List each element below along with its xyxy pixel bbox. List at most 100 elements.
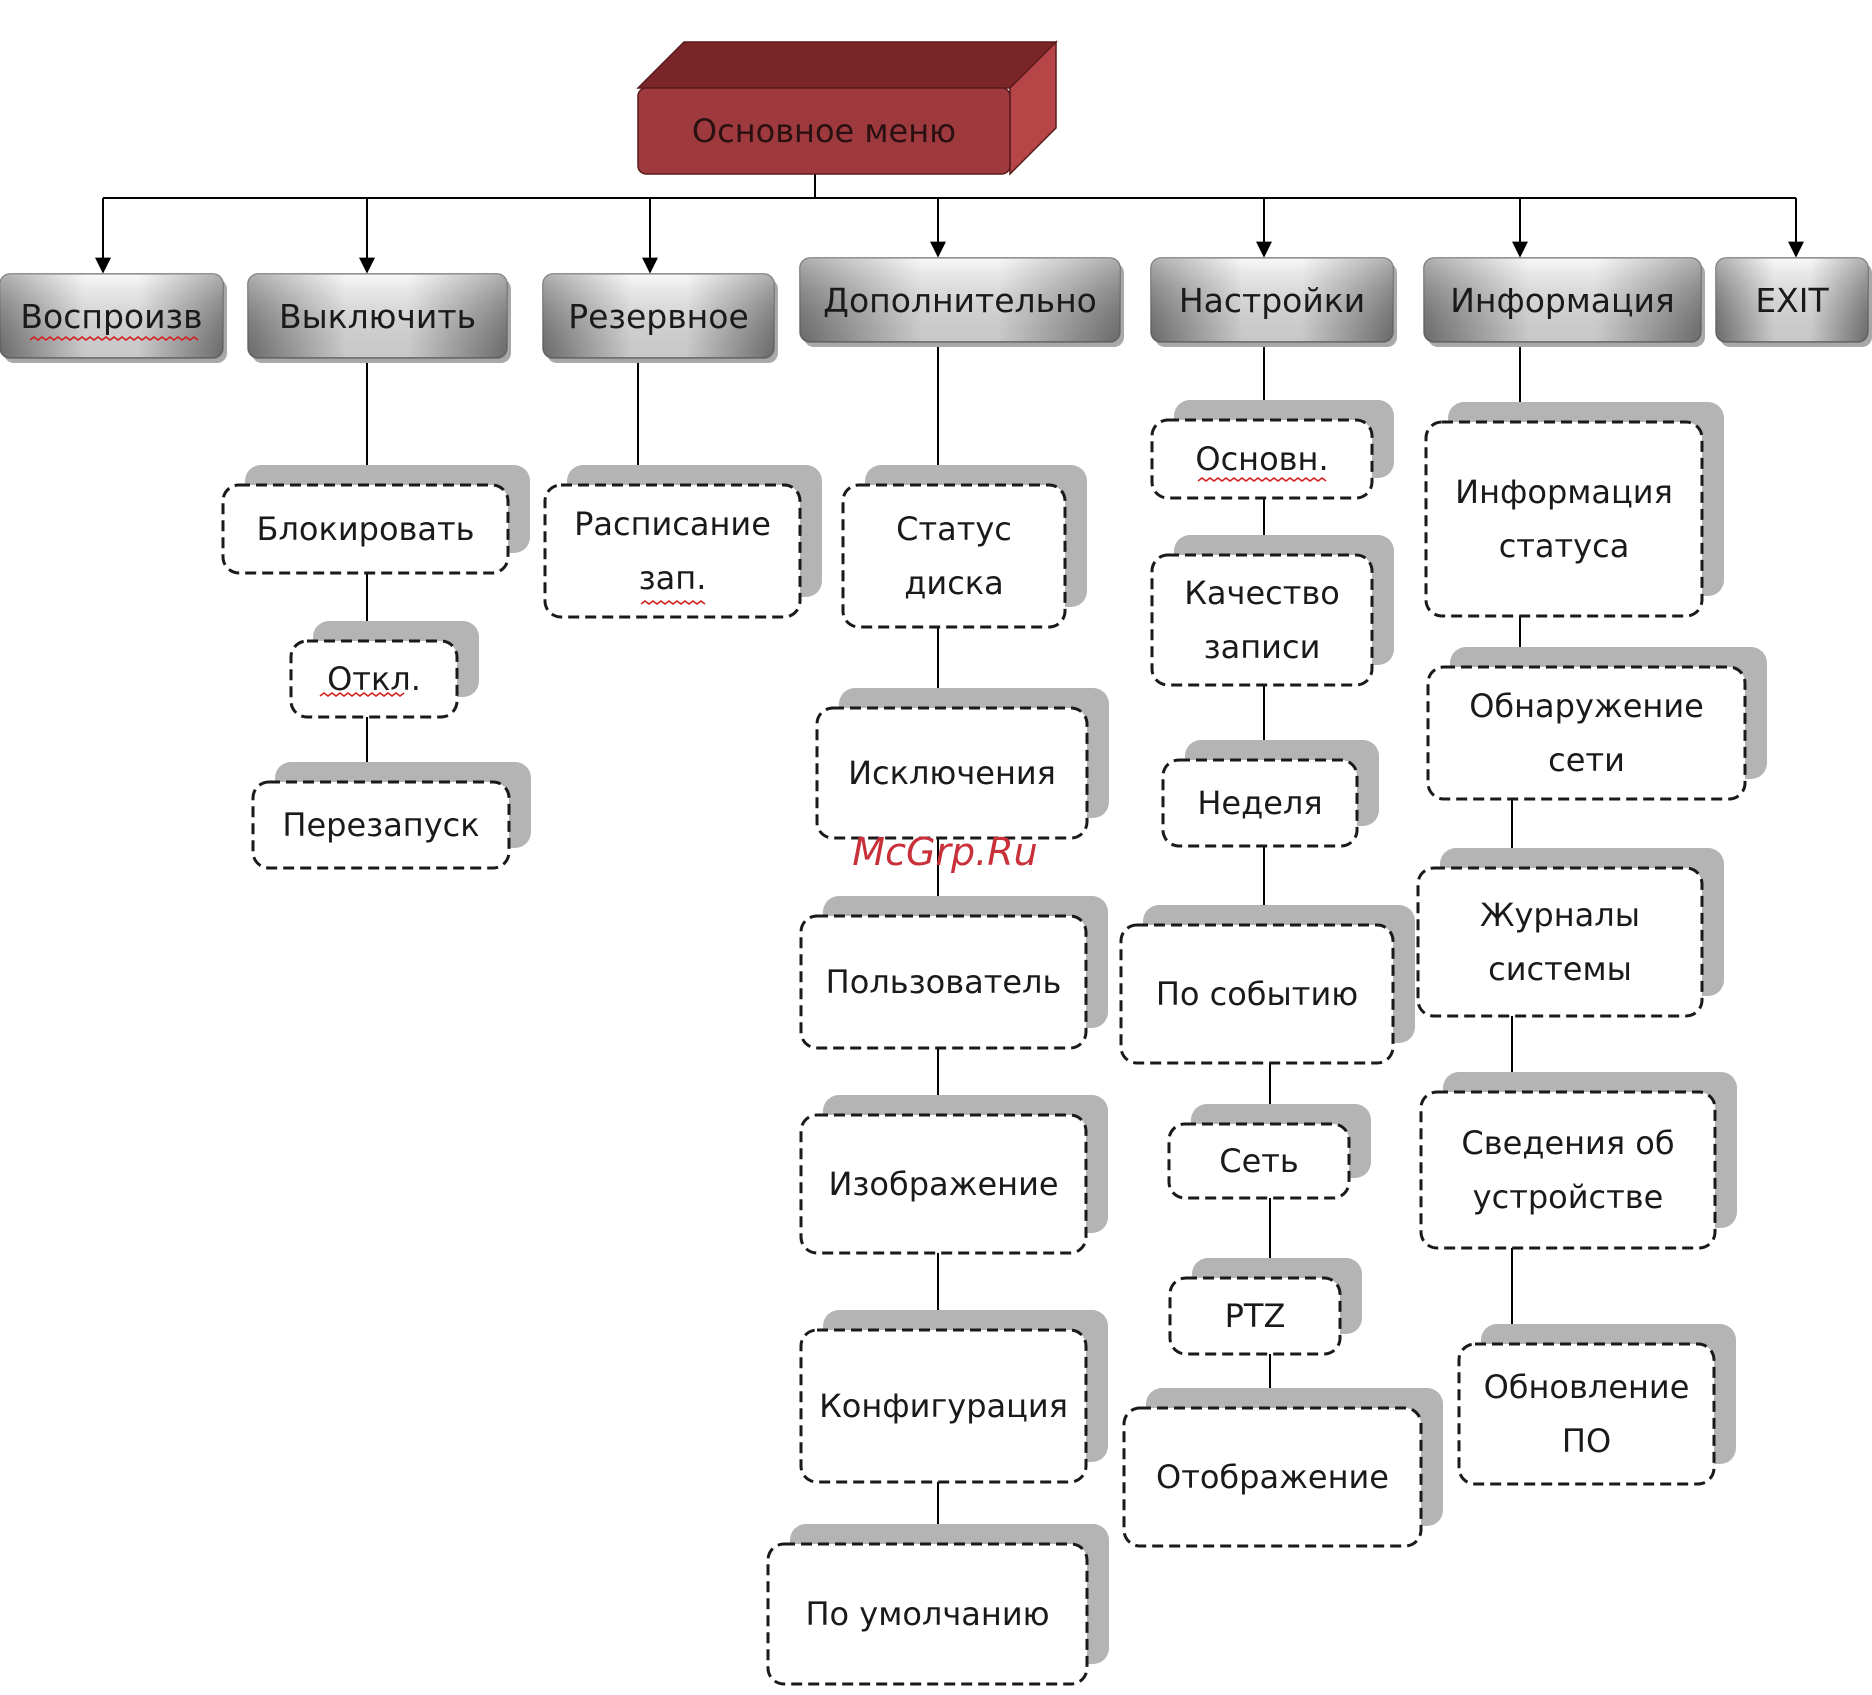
sub-node-nastroyki-3: По событию (1119, 905, 1415, 1065)
sub-node-box (1122, 1406, 1423, 1548)
sub-node-box (1416, 866, 1704, 1018)
sub-node-dopolnitelno-5: По умолчанию (766, 1524, 1109, 1686)
sub-node-informatsiya-0: Информация статуса (1424, 402, 1724, 618)
root-node: Основное меню (636, 40, 1058, 176)
sub-node-label: Блокировать (257, 510, 475, 548)
sub-node-label: Обнаружение (1469, 687, 1704, 725)
top-node-gloss (0, 274, 223, 358)
sub-node-label: Сеть (1219, 1142, 1299, 1180)
sub-node-box (1150, 418, 1374, 500)
sub-node-dopolnitelno-1: Исключения (815, 688, 1109, 840)
sub-node-box (1426, 665, 1747, 801)
sub-node-label: По событию (1156, 975, 1358, 1013)
top-node-label: Настройки (1179, 281, 1365, 320)
sub-node-label: Изображение (828, 1165, 1058, 1203)
sub-node-box (766, 1542, 1089, 1686)
sub-node-nastroyki-1: Качество записи (1150, 535, 1394, 687)
top-node-gloss (800, 258, 1120, 342)
sub-node-label: статуса (1499, 527, 1630, 565)
sub-node-vyklyuchit-2: Перезапуск (251, 762, 531, 870)
top-node-label: Выключить (279, 297, 476, 336)
top-node-gloss (1716, 258, 1868, 342)
sub-node-label: ПО (1562, 1422, 1611, 1460)
top-node-exit: EXIT (1715, 257, 1872, 347)
top-node-label: EXIT (1755, 281, 1829, 320)
sub-node-dopolnitelno-4: Конфигурация (799, 1310, 1108, 1484)
sub-node-nastroyki-5: PTZ (1168, 1258, 1362, 1356)
sub-node-informatsiya-3: Сведения об устройстве (1419, 1072, 1737, 1250)
sub-node-label: Исключения (848, 754, 1056, 792)
sub-node-box (1419, 1090, 1717, 1250)
sub-node-label: Неделя (1197, 784, 1322, 822)
spellcheck-underline-otkl (319, 692, 405, 697)
top-node-rezervnoe: Резервное (542, 273, 778, 363)
sub-node-label: Журналы (1480, 896, 1640, 934)
sub-node-dopolnitelno-3: Изображение (799, 1095, 1108, 1255)
sub-node-nastroyki-0: Основн. (1150, 400, 1394, 500)
sub-node-label: Откл. (327, 660, 421, 698)
sub-node-label: Перезапуск (282, 806, 479, 844)
sub-node-box (1161, 758, 1359, 848)
sub-node-label: По умолчанию (805, 1595, 1049, 1633)
sub-node-label: устройстве (1473, 1178, 1664, 1216)
sub-node-label: Сведения об (1461, 1124, 1674, 1162)
sub-node-box (799, 1328, 1088, 1484)
sub-node-label: Статус (896, 510, 1012, 548)
sub-node-box (289, 639, 459, 719)
sub-node-dopolnitelno-2: Пользователь (799, 896, 1108, 1050)
sub-node-label: Конфигурация (819, 1387, 1068, 1425)
top-node-gloss (1424, 258, 1701, 342)
sub-node-label: PTZ (1225, 1297, 1286, 1335)
sub-node-box (1457, 1342, 1716, 1486)
sub-node-label: Расписание (574, 505, 771, 543)
sub-node-box (1119, 923, 1395, 1065)
sub-node-box (1167, 1122, 1351, 1200)
spellcheck-underline-zap (640, 600, 706, 605)
sub-node-label: Отображение (1156, 1458, 1389, 1496)
top-node-label: Резервное (568, 297, 749, 336)
top-node-label: Дополнительно (823, 281, 1097, 320)
sub-node-label: системы (1488, 950, 1632, 988)
spellcheck-underline-osnovn (1197, 477, 1327, 482)
sub-node-label: Информация (1455, 473, 1673, 511)
top-node-gloss (543, 274, 774, 358)
spellcheck-underline-vosproizv (29, 336, 199, 341)
sub-node-box (799, 914, 1088, 1050)
top-node-label: Воспроизв (20, 297, 202, 336)
sub-node-vyklyuchit-1: Откл. (289, 621, 479, 719)
sub-node-label: Пользователь (826, 963, 1062, 1001)
sub-node-box (1150, 553, 1374, 687)
sub-node-vyklyuchit-0: Блокировать (221, 465, 530, 575)
sub-node-label: Обновление (1484, 1368, 1690, 1406)
sub-node-dopolnitelno-0: Статус диска (841, 465, 1087, 629)
sub-node-box (1168, 1276, 1342, 1356)
sub-node-label: Основн. (1195, 440, 1328, 478)
sub-node-box (221, 483, 510, 575)
sub-node-label: диска (904, 564, 1003, 602)
sub-node-label: записи (1204, 628, 1321, 666)
sub-node-nastroyki-2: Неделя (1161, 740, 1379, 848)
sub-node-box (799, 1113, 1088, 1255)
top-node-gloss (1151, 258, 1393, 342)
sub-node-nastroyki-6: Отображение (1122, 1388, 1443, 1548)
sub-node-box (543, 483, 802, 619)
top-node-vyklyuchit: Выключить (247, 273, 511, 363)
root-node-front-face (637, 87, 1011, 175)
sub-node-box (815, 706, 1089, 840)
root-node-top-face (636, 41, 1058, 89)
watermark-text: McGrp.Ru (852, 830, 1037, 874)
top-node-vosproizv: Воспроизв (0, 273, 227, 363)
root-node-label: Основное меню (692, 112, 956, 150)
sub-node-nastroyki-4: Сеть (1167, 1104, 1371, 1200)
top-node-nastroyki: Настройки (1150, 257, 1397, 347)
top-node-label: Информация (1450, 281, 1675, 320)
top-node-informatsiya: Информация (1423, 257, 1705, 347)
sub-node-label: Качество (1184, 574, 1340, 612)
sub-node-box (251, 780, 511, 870)
